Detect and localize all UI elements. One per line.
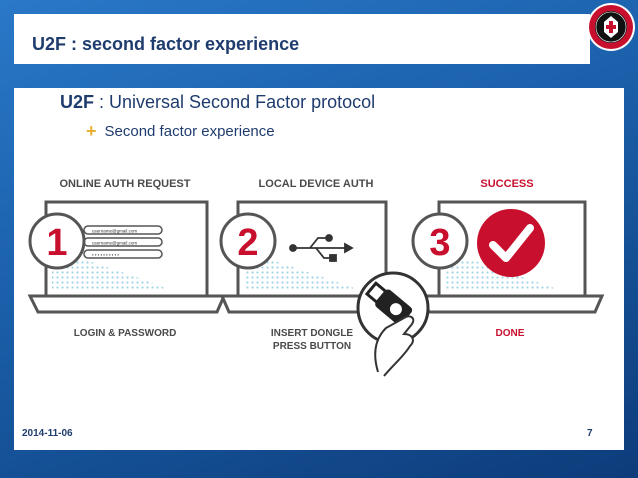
hand-icon [374,315,415,377]
login-field-username: username@gmail.com [92,229,137,234]
usb-icon [289,234,354,262]
slide-title: U2F : second factor experience [32,34,300,54]
success-circle [477,209,545,277]
login-field-password: • • • • • • • • • • [92,253,119,258]
step1-footer: LOGIN & PASSWORD [74,328,177,339]
step1-number: 1 [46,222,67,264]
university-seal-logo [587,3,635,51]
checkmark-icon [489,224,534,262]
step2-number: 2 [237,222,258,264]
page-number: 7 [587,428,593,439]
bullet-main: U2F : Universal Second Factor protocol [60,92,376,112]
step1-header: ONLINE AUTH REQUEST [60,178,191,190]
title-band [14,14,590,64]
plus-bullet-icon: + [86,121,97,141]
laptop-1: username@gmail.com username@gmail.com • … [27,200,227,314]
step2-header: LOCAL DEVICE AUTH [259,178,374,190]
laptop-3: 3 [411,200,605,314]
step2-footer-line1: INSERT DONGLE [271,328,354,339]
step3-header: SUCCESS [480,178,533,190]
login-field-username-2: username@gmail.com [92,241,137,246]
slide-date: 2014-11-06 [22,428,73,439]
bullet-sub: +Second factor experience [86,121,275,141]
step3-footer: DONE [496,328,525,339]
step2-footer-line2: PRESS BUTTON [273,341,351,352]
step3-number: 3 [429,222,450,264]
